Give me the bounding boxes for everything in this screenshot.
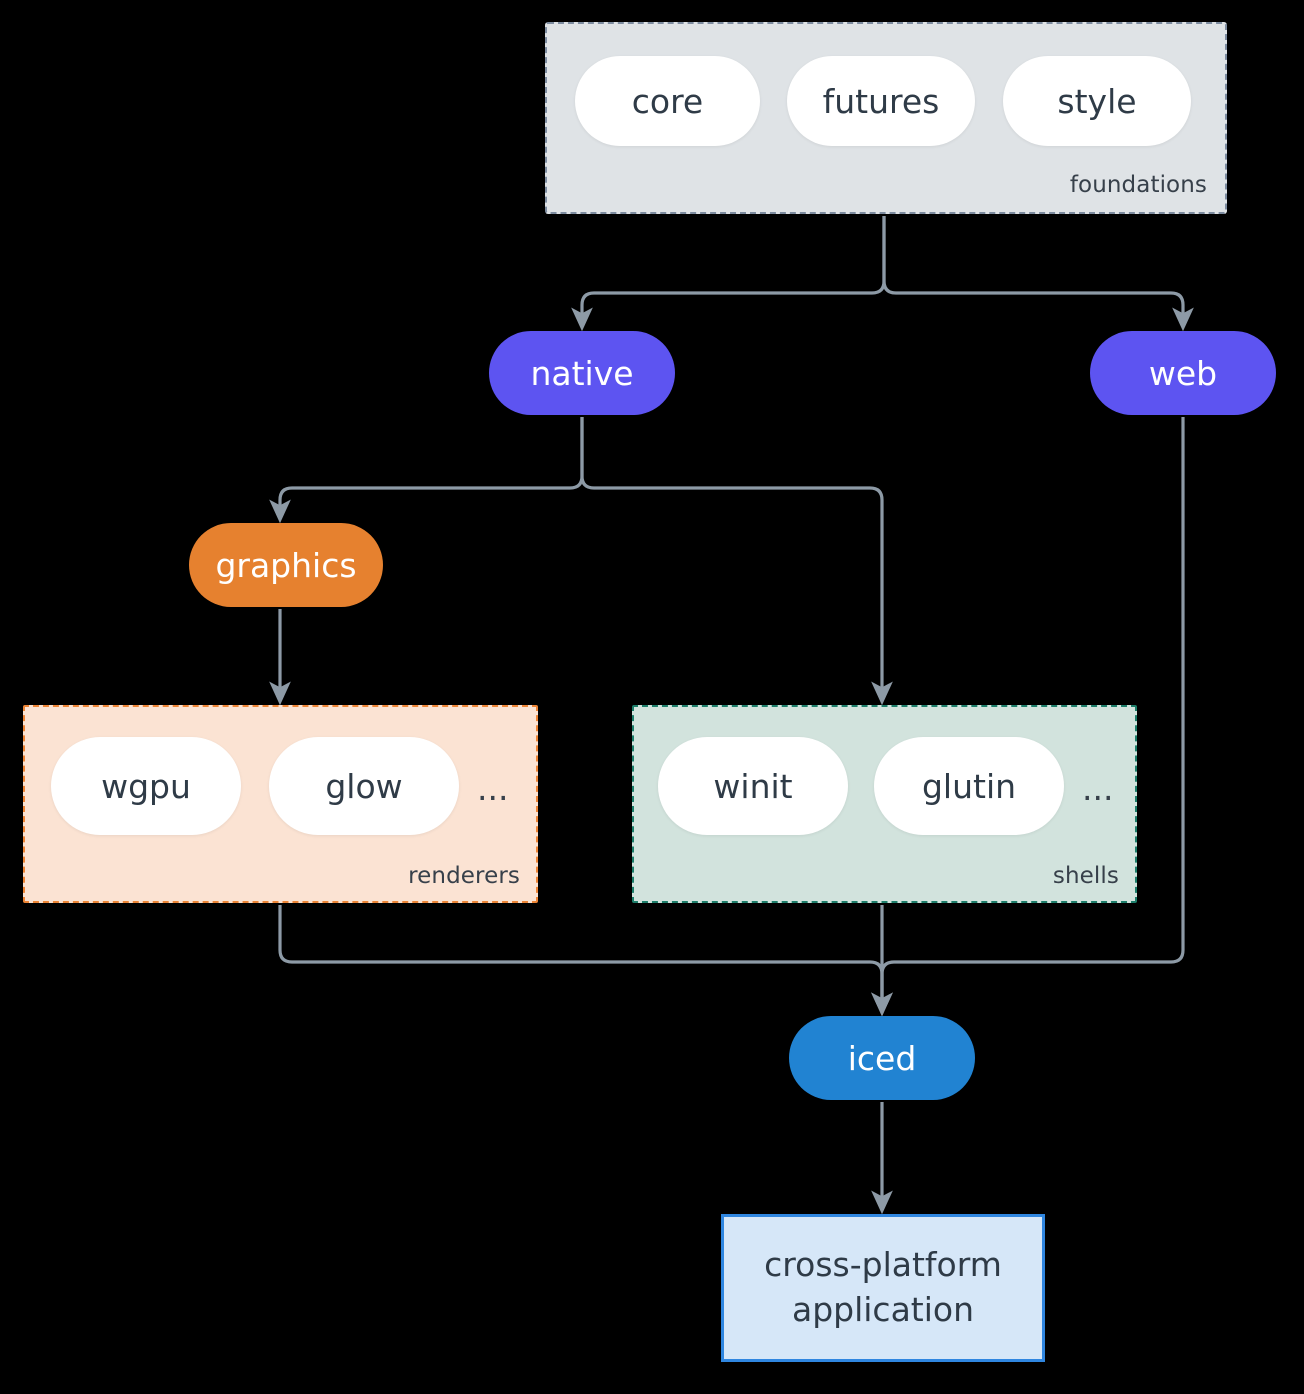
node-web-label: web	[1148, 353, 1218, 393]
group-label-foundations: foundations	[1069, 172, 1207, 198]
group-foundations: core futures style foundations	[545, 22, 1227, 214]
pill-futures[interactable]: futures	[787, 56, 975, 146]
pill-glow-label: glow	[325, 766, 403, 806]
pill-futures-label: futures	[822, 81, 940, 121]
pill-core-label: core	[631, 81, 704, 121]
application-label-line2: application	[791, 1290, 975, 1329]
renderers-more-ellipsis: ...	[477, 769, 509, 808]
application-label-line1: cross-platform	[764, 1245, 1002, 1285]
group-renderers: wgpu glow ... renderers	[23, 705, 538, 903]
pill-wgpu-label: wgpu	[101, 766, 191, 806]
edge-renderers-iced	[278, 905, 893, 1017]
pill-style-label: style	[1057, 81, 1137, 121]
pill-core[interactable]: core	[575, 56, 760, 146]
node-iced-label: iced	[847, 1038, 917, 1078]
edge-native-graphics	[269, 417, 584, 524]
edge-native-shells	[580, 417, 893, 706]
group-shells: winit glutin ... shells	[632, 705, 1137, 903]
pill-winit[interactable]: winit	[658, 737, 848, 835]
node-graphics-label: graphics	[215, 545, 357, 585]
node-iced[interactable]: iced	[789, 1016, 975, 1100]
node-web[interactable]: web	[1090, 331, 1276, 415]
pill-glow[interactable]: glow	[269, 737, 459, 835]
node-graphics[interactable]: graphics	[189, 523, 383, 607]
node-native-label: native	[530, 353, 634, 393]
shells-more-ellipsis: ...	[1082, 769, 1114, 808]
pill-wgpu[interactable]: wgpu	[51, 737, 241, 835]
pill-glutin[interactable]: glutin	[874, 737, 1064, 835]
pill-glutin-label: glutin	[921, 766, 1017, 806]
group-label-shells: shells	[1052, 863, 1119, 889]
node-cross-platform-application[interactable]: cross-platform application	[721, 1214, 1045, 1362]
edge-foundations-web	[882, 216, 1194, 332]
group-label-renderers: renderers	[408, 863, 520, 889]
node-native[interactable]: native	[489, 331, 675, 415]
pill-style[interactable]: style	[1003, 56, 1191, 146]
edge-foundations-native	[571, 216, 886, 332]
pill-winit-label: winit	[713, 766, 793, 806]
